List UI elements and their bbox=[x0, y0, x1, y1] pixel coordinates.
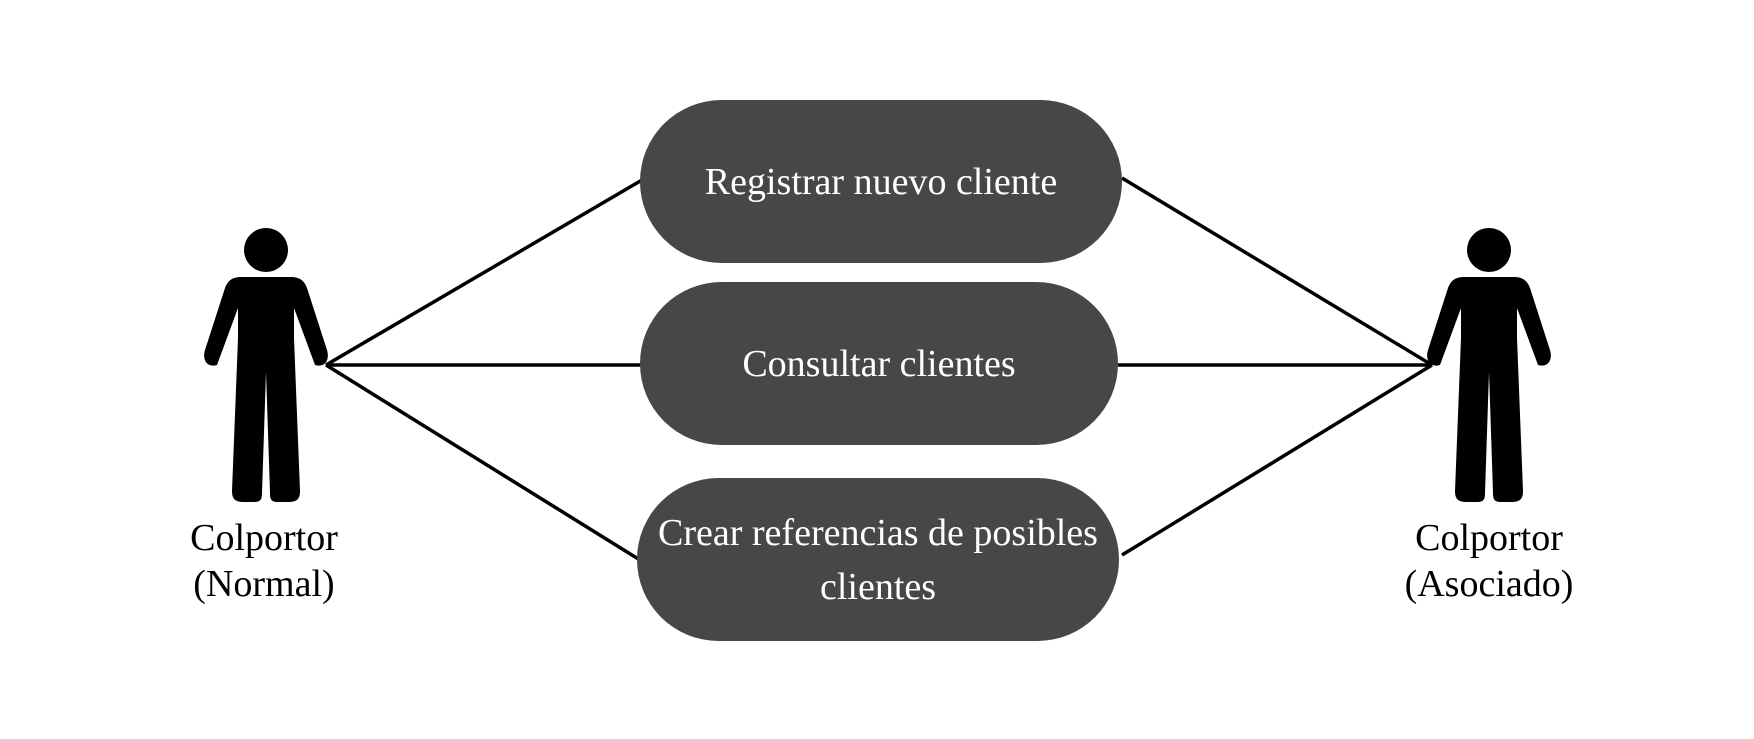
person-icon bbox=[1427, 228, 1551, 502]
actor-label-colportor-asociado: Colportor (Asociado) bbox=[1359, 515, 1619, 607]
actor-name: Colportor bbox=[190, 517, 338, 559]
actor-qualifier: (Asociado) bbox=[1404, 563, 1574, 605]
use-case-consultar-clientes: Consultar clientes bbox=[640, 282, 1118, 445]
actor-name: Colportor bbox=[1415, 517, 1563, 559]
association-line-asociado-registrar bbox=[1121, 176, 1433, 367]
association-line-normal-crear bbox=[325, 363, 641, 562]
person-icon bbox=[204, 228, 328, 502]
use-case-registrar-nuevo-cliente: Registrar nuevo cliente bbox=[640, 100, 1122, 263]
association-line-normal-registrar bbox=[325, 178, 643, 367]
use-case-label: Crear referencias de posibles clientes bbox=[658, 511, 1098, 608]
actor-label-colportor-normal: Colportor (Normal) bbox=[134, 515, 394, 607]
use-case-label: Consultar clientes bbox=[742, 342, 1016, 385]
use-case-label: Registrar nuevo cliente bbox=[704, 160, 1058, 203]
association-line-asociado-crear bbox=[1121, 363, 1433, 557]
use-case-crear-referencias: Crear referencias de posibles clientes bbox=[637, 478, 1119, 641]
actor-qualifier: (Normal) bbox=[193, 563, 335, 605]
